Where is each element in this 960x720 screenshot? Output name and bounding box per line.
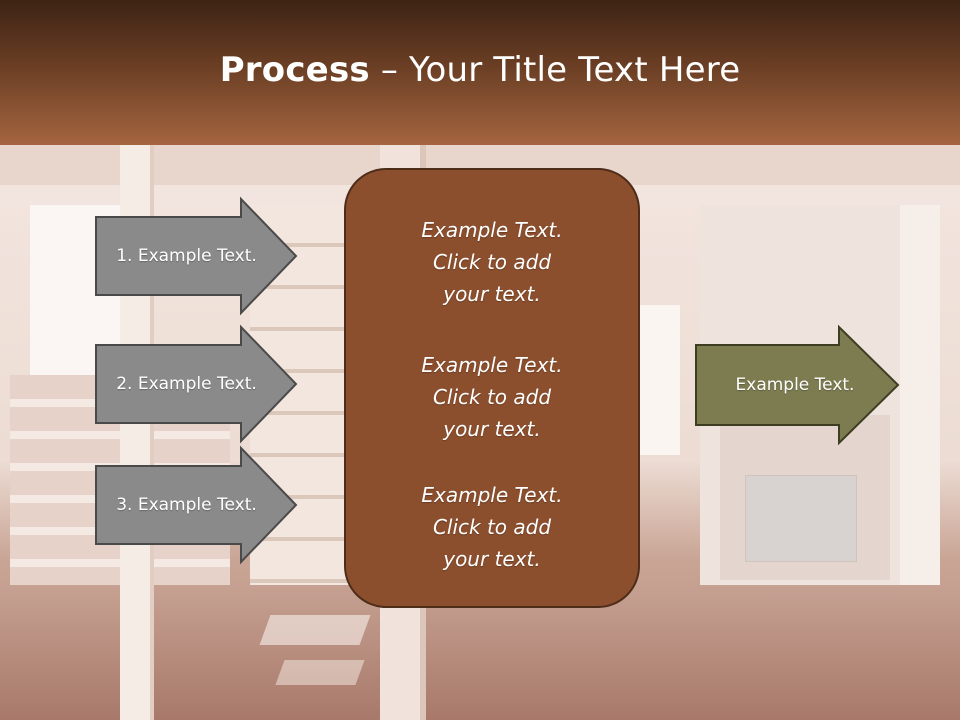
- title-bold: Process: [219, 50, 370, 90]
- window: [640, 305, 680, 455]
- center-text-3: Example Text. Click to add your text.: [421, 483, 563, 571]
- sunlight-patch: [259, 615, 371, 645]
- sunlight-patch: [275, 660, 365, 685]
- title-rest: – Your Title Text Here: [369, 50, 741, 90]
- output-arrow[interactable]: [695, 324, 900, 446]
- center-text-1: Example Text. Click to add your text.: [421, 218, 563, 306]
- center-content-box[interactable]: Example Text. Click to add your text. Ex…: [344, 168, 640, 608]
- process-arrow-2-label: 2. Example Text.: [116, 374, 257, 394]
- center-text-2: Example Text. Click to add your text.: [421, 353, 563, 441]
- slide-title[interactable]: Process – Your Title Text Here: [0, 50, 960, 90]
- title-bar: Process – Your Title Text Here: [0, 0, 960, 145]
- process-arrow-3-label: 3. Example Text.: [116, 495, 257, 515]
- output-arrow-label: Example Text.: [735, 375, 855, 395]
- fireplace-opening: [745, 475, 857, 562]
- process-arrow-1[interactable]: [95, 196, 298, 316]
- process-arrow-1-label: 1. Example Text.: [116, 246, 257, 266]
- column: [900, 205, 940, 595]
- process-arrow-2[interactable]: [95, 324, 298, 444]
- process-arrow-3[interactable]: [95, 445, 298, 565]
